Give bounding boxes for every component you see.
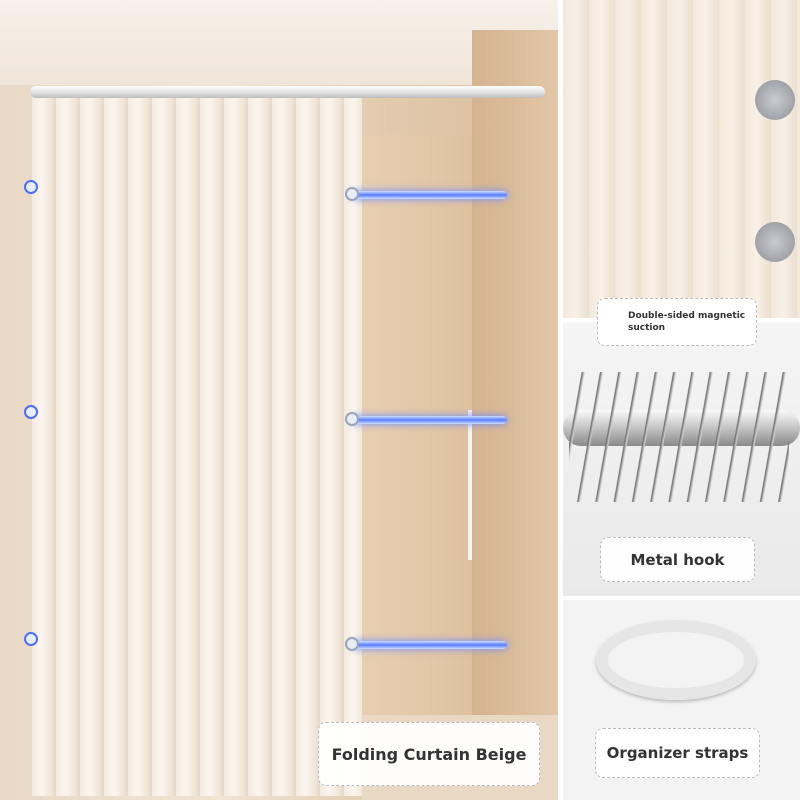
magnet-icon: [24, 632, 38, 646]
magnet-closeup-panel: [563, 0, 800, 318]
magnetic-strip-bottom: [352, 641, 507, 649]
metal-hooks: [569, 372, 789, 502]
tension-rod: [30, 86, 545, 98]
label-straps: Organizer straps: [595, 728, 760, 778]
magnet-icon: [345, 187, 359, 201]
magnet-icon: [345, 637, 359, 651]
folding-curtain: [32, 96, 362, 796]
straps-panel: Organizer straps: [563, 600, 800, 800]
magnetic-strip-top: [352, 191, 507, 199]
back-wall: [362, 135, 472, 715]
magnet-icon: [24, 180, 38, 194]
metal-hook-panel: Metal hook: [563, 322, 800, 596]
ceiling: [0, 0, 558, 85]
strap-ring: [596, 620, 756, 700]
magnet-icon: [755, 222, 795, 262]
side-wall: [472, 30, 558, 800]
magnet-icon: [24, 405, 38, 419]
shower-fixture: [468, 410, 498, 560]
magnet-icon: [345, 412, 359, 426]
magnet-icon: [755, 80, 795, 120]
main-product-photo: Folding Curtain Beige: [0, 0, 558, 800]
label-magnet: Double-sided magnetic suction: [597, 298, 757, 346]
magnetic-strip-middle: [352, 416, 507, 424]
label-main: Folding Curtain Beige: [318, 722, 540, 786]
label-hook: Metal hook: [600, 537, 755, 582]
